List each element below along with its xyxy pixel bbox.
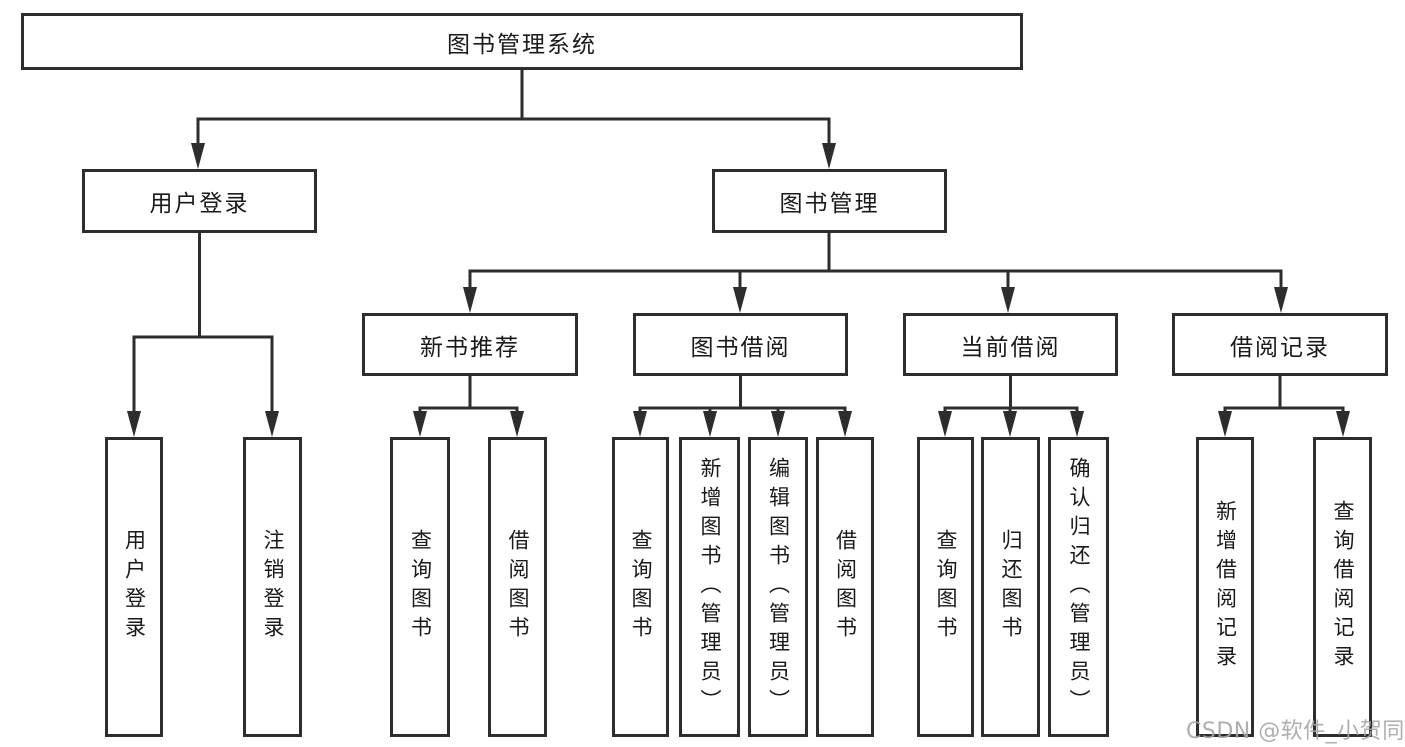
leaf-query-books-recommend: 查询图书 bbox=[390, 437, 450, 737]
node-borrow-records: 借阅记录 bbox=[1172, 313, 1388, 376]
node-book-management-label: 图书管理 bbox=[779, 191, 880, 217]
connector-new-book-children bbox=[413, 376, 524, 437]
leaf-query-borrow-record-label: 查询借阅记录 bbox=[1331, 500, 1355, 674]
leaf-user-login: 用户登录 bbox=[105, 437, 163, 737]
leaf-query-books-current: 查询图书 bbox=[917, 437, 974, 737]
arrowhead bbox=[1218, 411, 1232, 437]
arrowhead bbox=[1070, 411, 1084, 437]
arrowhead bbox=[265, 411, 279, 437]
arrowhead bbox=[1336, 411, 1350, 437]
leaf-borrow-books-label: 借阅图书 bbox=[833, 529, 858, 645]
leaf-add-books-admin: 新增图书（管理员） bbox=[679, 437, 740, 737]
node-current-borrow: 当前借阅 bbox=[903, 313, 1118, 376]
leaf-query-borrow-record: 查询借阅记录 bbox=[1313, 437, 1372, 737]
node-new-book-recommend-label: 新书推荐 bbox=[420, 334, 520, 361]
leaf-return-books-label: 归还图书 bbox=[999, 529, 1023, 645]
leaf-add-books-admin-label: 新增图书（管理员） bbox=[698, 456, 722, 718]
connector-book-borrow-children bbox=[633, 376, 852, 437]
node-book-management: 图书管理 bbox=[712, 169, 947, 233]
leaf-edit-books-admin-label: 编辑图书（管理员） bbox=[766, 456, 791, 718]
node-library-system-label: 图书管理系统 bbox=[447, 31, 597, 58]
leaf-borrow-books: 借阅图书 bbox=[816, 437, 874, 737]
node-library-system: 图书管理系统 bbox=[21, 13, 1023, 70]
arrowhead bbox=[838, 411, 852, 437]
arrowhead bbox=[1003, 411, 1017, 437]
leaf-query-books-borrow: 查询图书 bbox=[612, 437, 669, 737]
node-current-borrow-label: 当前借阅 bbox=[960, 334, 1061, 361]
node-user-login: 用户登录 bbox=[82, 169, 317, 233]
leaf-borrow-books-recommend-label: 借阅图书 bbox=[506, 529, 530, 645]
leaf-user-login-label: 用户登录 bbox=[122, 529, 147, 645]
node-borrow-records-label: 借阅记录 bbox=[1230, 334, 1330, 361]
arrowhead bbox=[1274, 287, 1288, 313]
leaf-return-books: 归还图书 bbox=[981, 437, 1040, 737]
arrowhead bbox=[703, 411, 717, 437]
csdn-watermark: CSDN @软件_小贺同学 bbox=[1186, 719, 1405, 744]
leaf-add-borrow-record-label: 新增借阅记录 bbox=[1213, 500, 1238, 674]
connector-book-management-children bbox=[463, 233, 1288, 313]
arrowhead bbox=[1001, 287, 1015, 313]
leaf-confirm-return-admin-label: 确认归还（管理员） bbox=[1067, 456, 1091, 718]
leaf-edit-books-admin: 编辑图书（管理员） bbox=[748, 437, 808, 737]
node-user-login-label: 用户登录 bbox=[149, 191, 250, 217]
arrowhead bbox=[771, 411, 785, 437]
arrowhead bbox=[938, 411, 952, 437]
leaf-confirm-return-admin: 确认归还（管理员） bbox=[1048, 437, 1109, 737]
arrowhead bbox=[463, 287, 477, 313]
leaf-query-books-borrow-label: 查询图书 bbox=[629, 529, 653, 645]
arrowhead bbox=[191, 143, 205, 169]
arrowhead bbox=[733, 287, 747, 313]
arrowhead bbox=[633, 411, 647, 437]
leaf-borrow-books-recommend: 借阅图书 bbox=[488, 437, 547, 737]
arrowhead bbox=[127, 411, 141, 437]
connector-borrow-records-children bbox=[1218, 376, 1350, 437]
leaf-add-borrow-record: 新增借阅记录 bbox=[1196, 437, 1254, 737]
connector-current-borrow-children bbox=[938, 376, 1084, 437]
arrowhead bbox=[413, 411, 427, 437]
node-new-book-recommend: 新书推荐 bbox=[362, 313, 578, 376]
connector-user-login-children bbox=[127, 233, 279, 437]
node-book-borrow: 图书借阅 bbox=[633, 313, 848, 376]
leaf-logout-label: 注销登录 bbox=[261, 529, 285, 645]
arrowhead bbox=[510, 411, 524, 437]
leaf-query-books-recommend-label: 查询图书 bbox=[408, 529, 433, 645]
leaf-query-books-current-label: 查询图书 bbox=[934, 529, 958, 645]
arrowhead bbox=[822, 143, 836, 169]
leaf-logout: 注销登录 bbox=[243, 437, 302, 737]
connector-root-to-level1 bbox=[191, 70, 836, 169]
node-book-borrow-label: 图书借阅 bbox=[690, 334, 791, 361]
